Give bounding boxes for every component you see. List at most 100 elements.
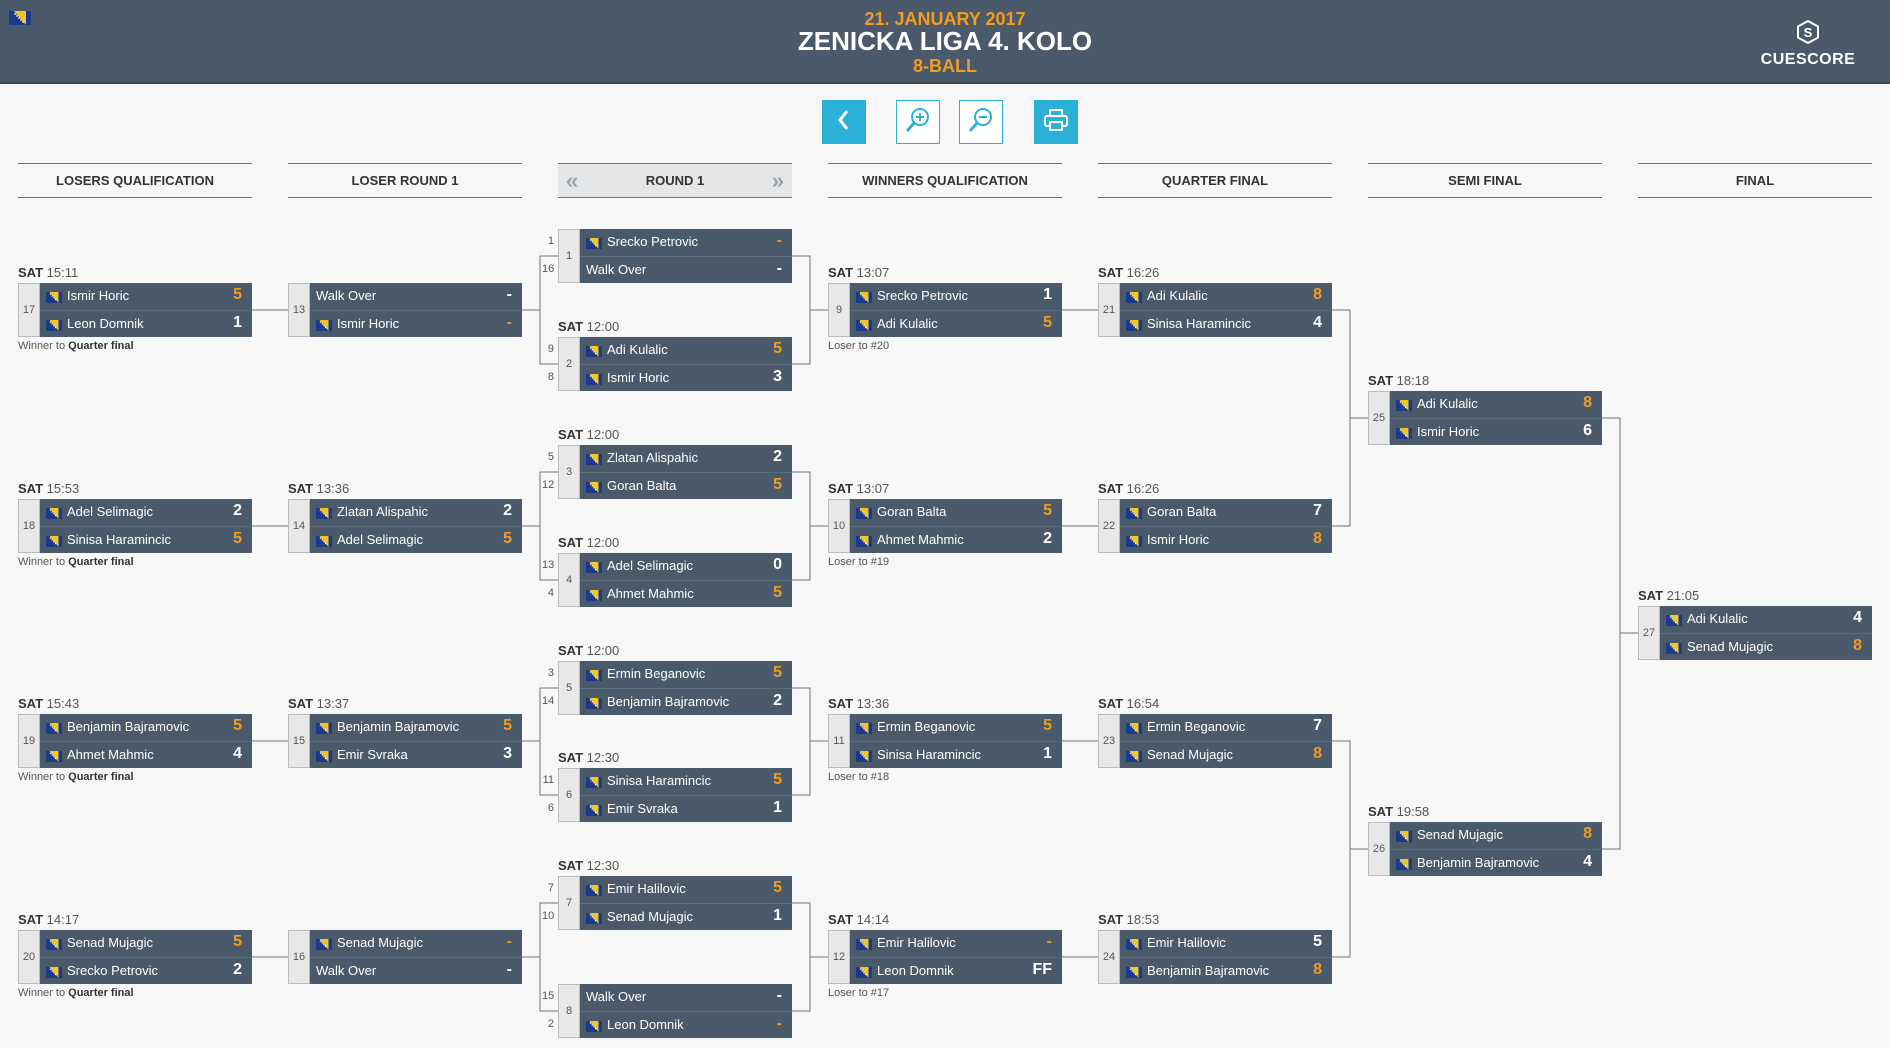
player-name[interactable]: Sinisa Haramincic <box>67 532 172 547</box>
player-name[interactable]: Adel Selimagic <box>67 504 153 519</box>
player-name[interactable]: Ismir Horic <box>607 370 670 385</box>
player-name[interactable]: Adi Kulalic <box>1147 288 1208 303</box>
player-name[interactable]: Adi Kulalic <box>1417 396 1478 411</box>
note-target[interactable]: Quarter final <box>68 556 134 568</box>
player-name[interactable]: Ermin Beganovic <box>607 666 706 681</box>
player-name[interactable]: Zlatan Alispahic <box>337 504 429 519</box>
player-name[interactable]: Goran Balta <box>877 504 947 519</box>
player-name[interactable]: Sinisa Haramincic <box>607 773 712 788</box>
player-name[interactable]: Ismir Horic <box>67 288 130 303</box>
player-name[interactable]: Walk Over <box>316 963 377 978</box>
prev-round-arrow[interactable]: « <box>566 167 579 193</box>
player-row[interactable]: Emir Halilovic- <box>850 930 1062 957</box>
cuescore-logo[interactable]: S CUESCORE <box>1758 19 1858 69</box>
player-name[interactable]: Ermin Beganovic <box>877 719 976 734</box>
player-name[interactable]: Benjamin Bajramovic <box>607 694 730 709</box>
player-name[interactable]: Ahmet Mahmic <box>877 532 964 547</box>
player-row[interactable]: Ismir Horic- <box>310 310 522 337</box>
player-name[interactable]: Benjamin Bajramovic <box>1417 855 1540 870</box>
player-name[interactable]: Adi Kulalic <box>1687 611 1748 626</box>
player-name[interactable]: Goran Balta <box>1147 504 1217 519</box>
player-name[interactable]: Emir Svraka <box>337 747 408 762</box>
player-name[interactable]: Senad Mujagic <box>1417 827 1503 842</box>
player-name[interactable]: Zlatan Alispahic <box>607 450 699 465</box>
player-name[interactable]: Adel Selimagic <box>337 532 423 547</box>
zoom-in-button[interactable] <box>896 100 940 144</box>
player-name[interactable]: Emir Halilovic <box>1147 935 1226 950</box>
next-round-arrow[interactable]: » <box>771 167 784 193</box>
player-name[interactable]: Sinisa Haramincic <box>877 747 982 762</box>
player-name[interactable]: Ismir Horic <box>1147 532 1210 547</box>
zoom-out-button[interactable] <box>959 100 1003 144</box>
player-row[interactable]: Srecko Petrovic- <box>580 229 792 256</box>
player-name[interactable]: Ahmet Mahmic <box>607 586 694 601</box>
player-name[interactable]: Leon Domnik <box>607 1017 684 1032</box>
player-name[interactable]: Benjamin Bajramovic <box>1147 963 1270 978</box>
player-name[interactable]: Leon Domnik <box>67 316 144 331</box>
player-row[interactable]: Senad Mujagic- <box>310 930 522 957</box>
note-target[interactable]: Quarter final <box>68 340 134 352</box>
player-name[interactable]: Srecko Petrovic <box>877 288 969 303</box>
player-name[interactable]: Adel Selimagic <box>607 558 693 573</box>
player-name[interactable]: Walk Over <box>586 989 647 1004</box>
player-name[interactable]: Senad Mujagic <box>1147 747 1233 762</box>
player-name[interactable]: Emir Svraka <box>607 801 678 816</box>
player-name[interactable]: Leon Domnik <box>877 963 954 978</box>
player-name[interactable]: Srecko Petrovic <box>607 234 699 249</box>
player-name[interactable]: Goran Balta <box>607 478 677 493</box>
player-name[interactable]: Emir Halilovic <box>607 881 686 896</box>
player-name[interactable]: Sinisa Haramincic <box>1147 316 1252 331</box>
player-name[interactable]: Senad Mujagic <box>1687 639 1773 654</box>
player-name[interactable]: Srecko Petrovic <box>67 963 159 978</box>
player-name[interactable]: Adi Kulalic <box>607 342 668 357</box>
